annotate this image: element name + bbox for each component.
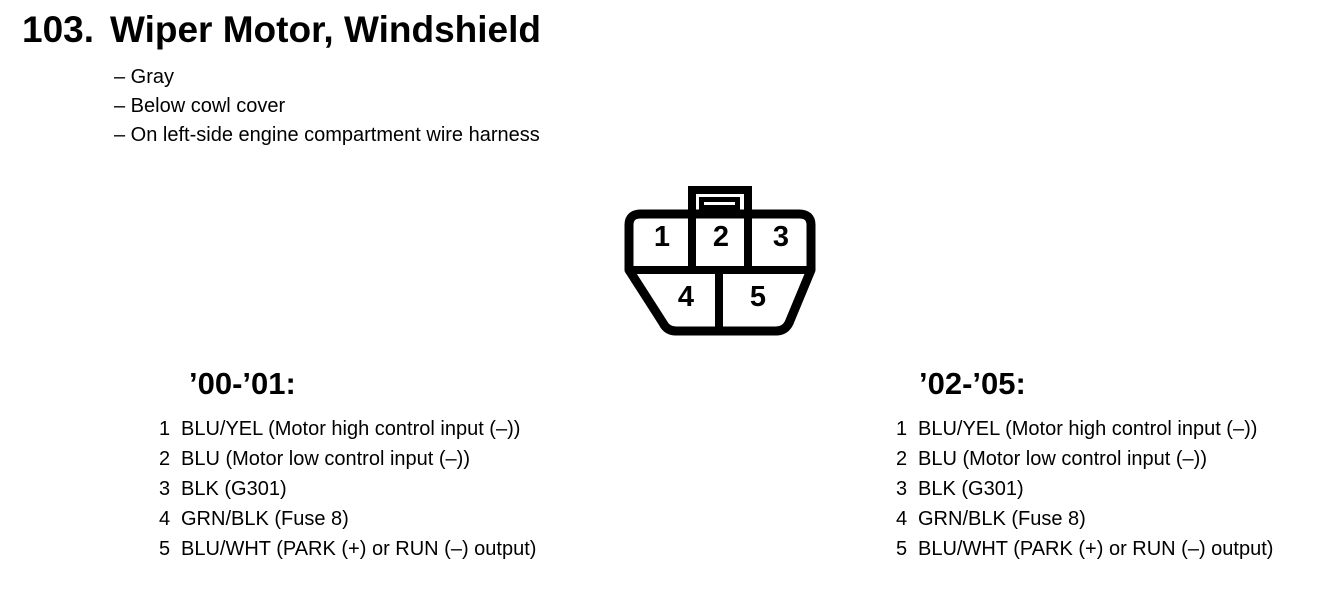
pin-number: 4 [159, 508, 171, 530]
connector-diagram: 1 2 3 4 5 [624, 186, 816, 336]
pin-description: BLU/WHT (PARK (+) or RUN (–) output) [181, 538, 537, 560]
note-line: – Below cowl cover [114, 95, 286, 117]
pin-description: BLU/YEL (Motor high control input (–)) [181, 418, 521, 440]
section-number: 103. [22, 9, 95, 50]
pin-number: 1 [896, 418, 908, 440]
year-range-heading-00-01: ’00-’01: [189, 366, 296, 401]
connector-tab-outline [688, 186, 752, 270]
pin-description: BLU (Motor low control input (–)) [181, 448, 470, 470]
pin-description: BLU/WHT (PARK (+) or RUN (–) output) [918, 538, 1274, 560]
section-title: Wiper Motor, Windshield [110, 9, 541, 50]
pin-4-label: 4 [678, 281, 694, 313]
pin-1-label: 1 [654, 221, 670, 253]
pin-row: 5 BLU/WHT (PARK (+) or RUN (–) output) [159, 534, 536, 564]
pin-3-label: 3 [773, 221, 789, 253]
pin-description: BLK (G301) [918, 478, 1024, 500]
pin-description: BLK (G301) [181, 478, 287, 500]
pin-row: 1 BLU/YEL (Motor high control input (–)) [896, 414, 1273, 444]
pin-number: 2 [896, 448, 908, 470]
pin-row: 2 BLU (Motor low control input (–)) [896, 444, 1273, 474]
pin-description: GRN/BLK (Fuse 8) [181, 508, 349, 530]
note-line: – Gray [114, 66, 175, 88]
pin-description: BLU/YEL (Motor high control input (–)) [918, 418, 1258, 440]
connector-notes: – Gray – Below cowl cover – On left-side… [114, 63, 540, 150]
pinout-list-00-01: 1 BLU/YEL (Motor high control input (–))… [159, 414, 536, 564]
pin-row: 1 BLU/YEL (Motor high control input (–)) [159, 414, 536, 444]
pin-description: GRN/BLK (Fuse 8) [918, 508, 1086, 530]
pin-5-label: 5 [750, 281, 766, 313]
pin-row: 4 GRN/BLK (Fuse 8) [159, 504, 536, 534]
connector-tab-latch [699, 197, 740, 210]
pin-row: 2 BLU (Motor low control input (–)) [159, 444, 536, 474]
pin-row: 5 BLU/WHT (PARK (+) or RUN (–) output) [896, 534, 1273, 564]
pin-2-label: 2 [713, 221, 729, 253]
pin-number: 3 [159, 478, 171, 500]
pin-number: 1 [159, 418, 171, 440]
year-range-heading-02-05: ’02-’05: [919, 366, 1026, 401]
pin-number: 2 [159, 448, 171, 470]
pin-number: 4 [896, 508, 908, 530]
pin-row: 3 BLK (G301) [159, 474, 536, 504]
pin-number: 5 [159, 538, 171, 560]
note-line: – On left-side engine compartment wire h… [114, 124, 540, 146]
pin-number: 5 [896, 538, 908, 560]
pin-row: 4 GRN/BLK (Fuse 8) [896, 504, 1273, 534]
pin-description: BLU (Motor low control input (–)) [918, 448, 1207, 470]
pinout-list-02-05: 1 BLU/YEL (Motor high control input (–))… [896, 414, 1273, 564]
pin-number: 3 [896, 478, 908, 500]
pin-row: 3 BLK (G301) [896, 474, 1273, 504]
page-title: 103. Wiper Motor, Windshield [22, 8, 541, 52]
